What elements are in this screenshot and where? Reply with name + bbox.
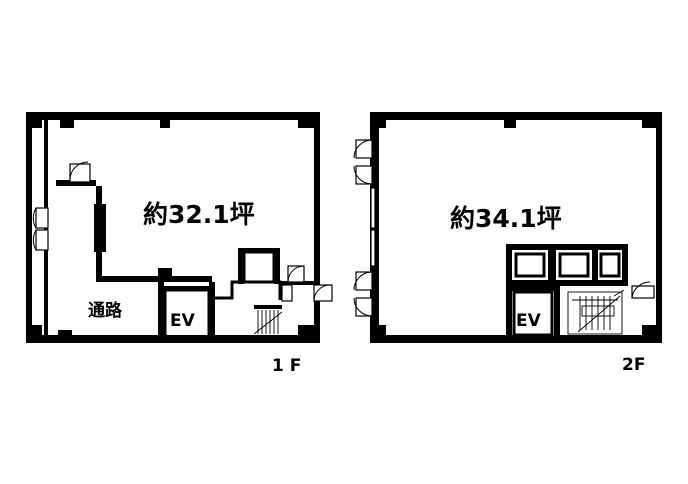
- floor-2-floor-label: 2F: [622, 355, 645, 375]
- floor-1-small-room: [242, 250, 276, 284]
- floor-1-bottom-wall: [26, 335, 320, 343]
- floor-2-ev-label: EV: [516, 311, 542, 331]
- floor-1-ev-label: EV: [170, 311, 196, 331]
- floor-1-partition: [158, 268, 172, 282]
- floor-1-door-left: [32, 207, 49, 251]
- floor-1-top-wall: [26, 112, 320, 120]
- floor-1-partition: [94, 204, 106, 252]
- floor-2-column: [504, 112, 516, 128]
- floor-1-column: [26, 112, 42, 128]
- floor-1-partition: [56, 180, 96, 186]
- floor-1-column: [160, 112, 170, 128]
- floor-2-ev-shaft: [512, 290, 554, 337]
- floor-2-doors-left: [353, 139, 373, 317]
- floor-1-column: [298, 112, 320, 128]
- floor-1-left-wall: [26, 112, 32, 343]
- floor-2-column: [370, 112, 386, 128]
- floor-2-windows: [370, 187, 376, 267]
- floor-2-room: [514, 252, 546, 278]
- floor-2-core-outer: [622, 244, 628, 284]
- floor-1-partition: [209, 282, 215, 337]
- floor-1-partition: [254, 305, 282, 309]
- floor-1-area-label: 約32.1坪: [143, 200, 255, 229]
- floor-1-partition: [96, 276, 212, 282]
- floor-2-partition: [506, 286, 560, 291]
- floor-1-column: [26, 325, 42, 343]
- floor-1-partition: [238, 248, 244, 284]
- floor-1-door-right: [281, 265, 333, 302]
- floor-2-plan: 約34.1坪 EV 2F: [353, 112, 662, 375]
- floor-1-column: [60, 112, 74, 128]
- floor-1-door-top: [69, 161, 91, 183]
- floor-2-door-right: [631, 281, 655, 299]
- floor-1-partition: [158, 282, 164, 337]
- floor-1-partition: [158, 286, 215, 291]
- floor-1-floor-label: 1 F: [272, 356, 301, 376]
- floor-2-core-outer: [506, 244, 628, 250]
- floor-2-left-inner-wall: [376, 120, 379, 335]
- floor-2-core-div: [548, 244, 556, 286]
- floor-1-partition: [274, 248, 280, 284]
- floor-1-partition: [238, 248, 280, 253]
- floor-1-column: [58, 330, 72, 343]
- floor-2-core-div: [592, 244, 598, 286]
- floor-1-column: [298, 325, 320, 343]
- floor-1-stair-walls: [212, 280, 282, 300]
- floor-1-corridor-label: 通路: [88, 300, 123, 321]
- floor-2-column: [370, 325, 386, 343]
- floor-2-stairs: [567, 289, 625, 335]
- floor-2-area-label: 約34.1坪: [450, 204, 562, 233]
- floor-2-core-mid: [506, 280, 628, 286]
- floor-2-partition: [554, 286, 560, 335]
- floor-2-bottom-wall: [370, 335, 662, 343]
- floor-2-column: [642, 112, 662, 128]
- floor-1-partition: [280, 281, 314, 285]
- floor-2-room: [558, 252, 590, 278]
- floor-1-stairs: [253, 310, 283, 335]
- floor-2-column: [642, 325, 662, 343]
- floor-2-room: [599, 252, 621, 278]
- floor-2-right-wall: [656, 112, 662, 343]
- floor-1-right-wall: [314, 112, 320, 343]
- floor-1-plan: 約32.1坪 通路 EV 1 F: [26, 112, 333, 376]
- floor-2-partition: [506, 286, 512, 335]
